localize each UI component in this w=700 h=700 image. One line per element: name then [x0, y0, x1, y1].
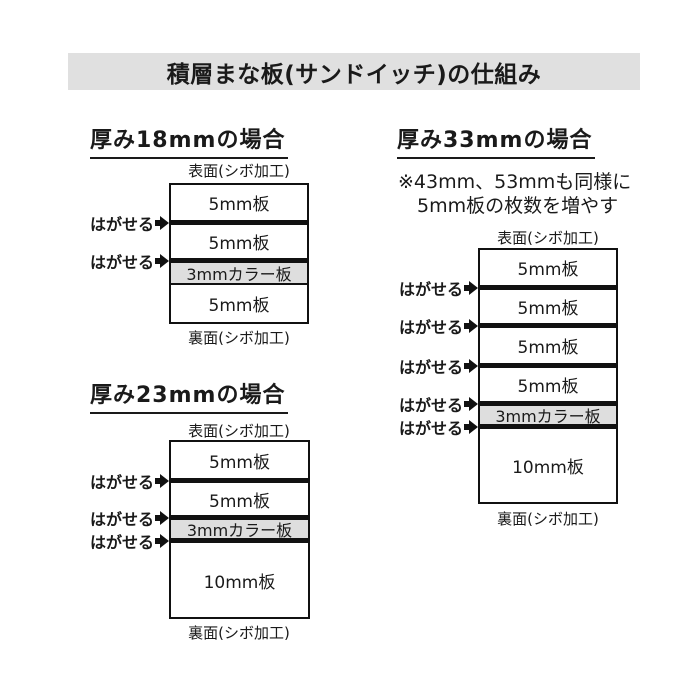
peel-label: はがせる: [89, 214, 154, 234]
peel-label: はがせる: [89, 252, 154, 272]
right-arrow-icon: [155, 215, 169, 230]
layer-3mm-color: 3mmカラー板: [171, 263, 307, 284]
peel-separator: [171, 478, 308, 483]
right-arrow-icon: [464, 419, 478, 434]
layer-3mm-color: 3mmカラー板: [480, 406, 616, 426]
peel-label-row: はがせる: [89, 530, 169, 552]
peel-label: はがせる: [398, 418, 463, 438]
peel-separator: [171, 220, 307, 225]
layer-5mm: 5mm板: [480, 368, 616, 401]
layer-5mm: 5mm板: [480, 328, 616, 363]
layer-label: 5mm板: [517, 377, 579, 397]
peel-label: はがせる: [398, 279, 463, 299]
peel-label-row: はがせる: [398, 277, 478, 299]
layer-label: 5mm板: [209, 452, 270, 473]
layer-label: 10mm板: [512, 458, 584, 478]
peel-label: はがせる: [89, 472, 154, 492]
layer-label: 5mm板: [208, 296, 270, 316]
layer-5mm: 5mm板: [480, 290, 616, 323]
layer-5mm: 5mm板: [171, 442, 308, 478]
layer-5mm: 5mm板: [171, 483, 308, 515]
peel-label-row: はがせる: [398, 393, 478, 415]
layer-10mm: 10mm板: [171, 543, 308, 617]
back-face-label-33mm: 裏面(シボ加工): [497, 510, 599, 528]
front-face-label-23mm: 表面(シボ加工): [188, 422, 290, 440]
board-diagram-23mm: 5mm板 5mm板 3mmカラー板 10mm板: [169, 440, 310, 619]
peel-separator: [171, 515, 308, 520]
page-title: 積層まな板(サンドイッチ)の仕組み: [166, 61, 542, 88]
right-arrow-icon: [155, 510, 169, 525]
layer-5mm: 5mm板: [171, 285, 307, 322]
note-line-2: 5mm板の枚数を増やす: [417, 195, 619, 217]
layer-label: 5mm板: [209, 491, 270, 512]
board-diagram-18mm: 5mm板 5mm板 3mmカラー板 5mm板: [169, 183, 309, 324]
peel-label: はがせる: [398, 317, 463, 337]
back-face-label-23mm: 裏面(シボ加工): [188, 624, 290, 642]
right-arrow-icon: [464, 358, 478, 373]
right-arrow-icon: [155, 533, 169, 548]
peel-label-row: はがせる: [89, 470, 169, 492]
title-bar: 積層まな板(サンドイッチ)の仕組み: [68, 53, 640, 90]
peel-separator: [480, 401, 616, 406]
layer-label: 5mm板: [208, 195, 270, 215]
peel-label-row: はがせる: [398, 315, 478, 337]
front-face-label-18mm: 表面(シボ加工): [188, 162, 290, 180]
layer-5mm: 5mm板: [171, 225, 307, 258]
peel-label-row: はがせる: [398, 355, 478, 377]
layer-label: 3mmカラー板: [495, 407, 601, 426]
peel-label: はがせる: [89, 532, 154, 552]
peel-label: はがせる: [398, 357, 463, 377]
back-face-label-18mm: 裏面(シボ加工): [188, 329, 290, 347]
peel-label: はがせる: [89, 509, 154, 529]
front-face-label-33mm: 表面(シボ加工): [497, 229, 599, 247]
peel-separator: [480, 424, 616, 429]
layer-5mm: 5mm板: [171, 185, 307, 220]
section-heading-33mm: 厚み33mmの場合: [397, 122, 596, 159]
peel-label: はがせる: [398, 395, 463, 415]
right-arrow-icon: [155, 473, 169, 488]
layer-label: 10mm板: [203, 572, 276, 593]
glued-separator: [171, 283, 307, 285]
layer-label: 3mmカラー板: [186, 521, 293, 540]
peel-separator: [480, 323, 616, 328]
peel-separator: [171, 538, 308, 543]
peel-label-row: はがせる: [89, 507, 169, 529]
section-heading-18mm: 厚み18mmの場合: [90, 122, 289, 159]
peel-separator: [480, 363, 616, 368]
peel-label-row: はがせる: [89, 250, 169, 272]
note-line-1: ※43mm、53mmも同様に: [398, 171, 632, 193]
layer-3mm-color: 3mmカラー板: [171, 520, 308, 540]
right-arrow-icon: [464, 396, 478, 411]
right-arrow-icon: [155, 253, 169, 268]
layer-5mm: 5mm板: [480, 250, 616, 285]
right-arrow-icon: [464, 318, 478, 333]
right-arrow-icon: [464, 280, 478, 295]
section-heading-23mm: 厚み23mmの場合: [90, 377, 289, 414]
peel-separator: [171, 258, 307, 263]
board-diagram-33mm: 5mm板 5mm板 5mm板 5mm板 3mmカラー板 10mm板: [478, 248, 618, 504]
layer-label: 5mm板: [517, 338, 579, 358]
layer-label: 5mm板: [517, 260, 579, 280]
layer-label: 5mm板: [517, 299, 579, 319]
peel-label-row: はがせる: [89, 212, 169, 234]
peel-label-row: はがせる: [398, 416, 478, 438]
layer-10mm: 10mm板: [480, 429, 616, 502]
peel-separator: [480, 285, 616, 290]
layer-label: 5mm板: [208, 234, 270, 254]
layer-label: 3mmカラー板: [186, 265, 292, 284]
